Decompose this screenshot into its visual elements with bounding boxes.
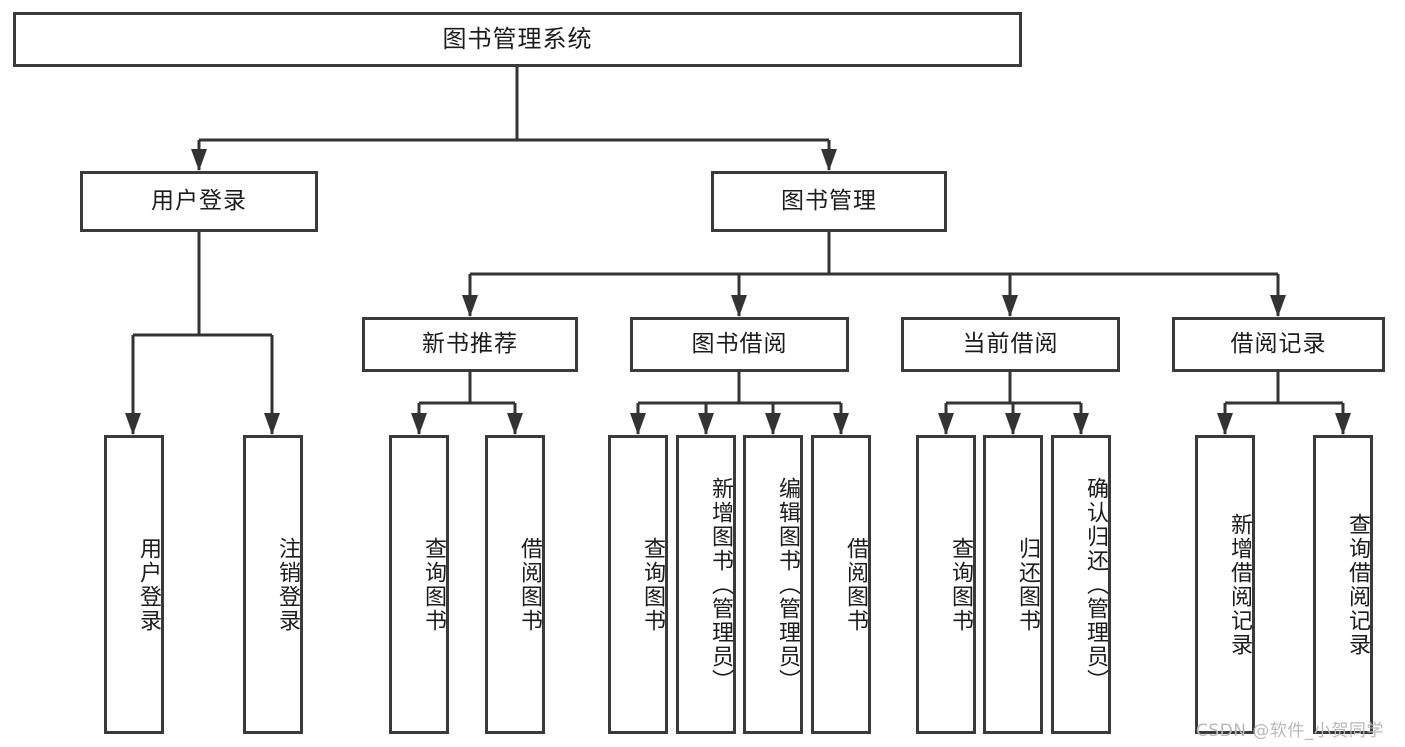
node-leaf-edit-book[interactable]: 编辑图书（管理员） — [743, 435, 803, 734]
node-leaf-borrow-book-1[interactable]: 借阅图书 — [485, 435, 545, 734]
node-label: 查询图书 — [948, 536, 973, 633]
arrow-head-icon — [1073, 413, 1089, 435]
arrow-head-icon — [630, 413, 646, 435]
node-root[interactable]: 图书管理系统 — [13, 12, 1022, 67]
node-label: 借阅记录 — [1230, 330, 1327, 357]
arrow-head-icon — [1270, 295, 1286, 317]
arrow-head-icon — [938, 413, 954, 435]
node-label: 新增借阅记录 — [1227, 512, 1252, 657]
arrow-head-icon — [507, 413, 523, 435]
node-label: 借阅图书 — [843, 536, 868, 633]
arrow-head-icon — [125, 413, 141, 435]
arrow-head-icon — [1335, 413, 1351, 435]
node-borrow-record[interactable]: 借阅记录 — [1172, 317, 1385, 372]
arrow-head-icon — [411, 413, 427, 435]
csdn-watermark: CSDN @软件_小贺同学 — [1196, 721, 1384, 741]
node-leaf-user-login[interactable]: 用户登录 — [104, 435, 164, 734]
node-leaf-query-record[interactable]: 查询借阅记录 — [1313, 435, 1373, 734]
node-leaf-borrow-book-2[interactable]: 借阅图书 — [811, 435, 871, 734]
node-label: 用户登录 — [151, 187, 247, 214]
arrow-head-icon — [1217, 413, 1233, 435]
node-label: 图书管理 — [781, 187, 877, 214]
node-book-borrow[interactable]: 图书借阅 — [630, 317, 849, 372]
node-label: 归还图书 — [1015, 536, 1040, 633]
node-label: 新书推荐 — [422, 330, 518, 357]
arrow-head-icon — [698, 413, 714, 435]
node-label: 新增图书（管理员） — [708, 476, 733, 693]
node-label: 图书管理系统 — [442, 25, 593, 54]
node-book-manage[interactable]: 图书管理 — [711, 171, 947, 232]
node-user-login[interactable]: 用户登录 — [80, 171, 318, 232]
node-label: 确认归还（管理员） — [1083, 476, 1108, 693]
node-leaf-logout[interactable]: 注销登录 — [243, 435, 303, 734]
arrow-head-icon — [191, 149, 207, 171]
node-label: 图书借阅 — [691, 330, 788, 357]
node-leaf-return-book[interactable]: 归还图书 — [983, 435, 1043, 734]
node-leaf-add-record[interactable]: 新增借阅记录 — [1195, 435, 1255, 734]
node-leaf-confirm-return[interactable]: 确认归还（管理员） — [1051, 435, 1111, 734]
node-label: 查询借阅记录 — [1345, 512, 1370, 657]
node-new-book-rec[interactable]: 新书推荐 — [362, 317, 578, 372]
node-label: 用户登录 — [136, 536, 161, 633]
node-label: 查询图书 — [640, 536, 665, 633]
node-leaf-query-book-1[interactable]: 查询图书 — [389, 435, 449, 734]
node-label: 借阅图书 — [517, 536, 542, 633]
arrow-head-icon — [765, 413, 781, 435]
arrow-head-icon — [264, 413, 280, 435]
node-label: 注销登录 — [275, 536, 300, 633]
arrow-head-icon — [833, 413, 849, 435]
node-leaf-query-book-2[interactable]: 查询图书 — [608, 435, 668, 734]
node-leaf-add-book[interactable]: 新增图书（管理员） — [676, 435, 736, 734]
arrow-head-icon — [1005, 413, 1021, 435]
node-current-borrow[interactable]: 当前借阅 — [901, 317, 1120, 372]
node-leaf-query-book-3[interactable]: 查询图书 — [916, 435, 976, 734]
node-label: 编辑图书（管理员） — [775, 476, 800, 693]
arrow-head-icon — [1002, 295, 1018, 317]
arrow-head-icon — [462, 295, 478, 317]
arrow-head-icon — [731, 295, 747, 317]
arrow-head-icon — [821, 149, 837, 171]
node-label: 当前借阅 — [962, 330, 1059, 357]
node-label: 查询图书 — [421, 536, 446, 633]
